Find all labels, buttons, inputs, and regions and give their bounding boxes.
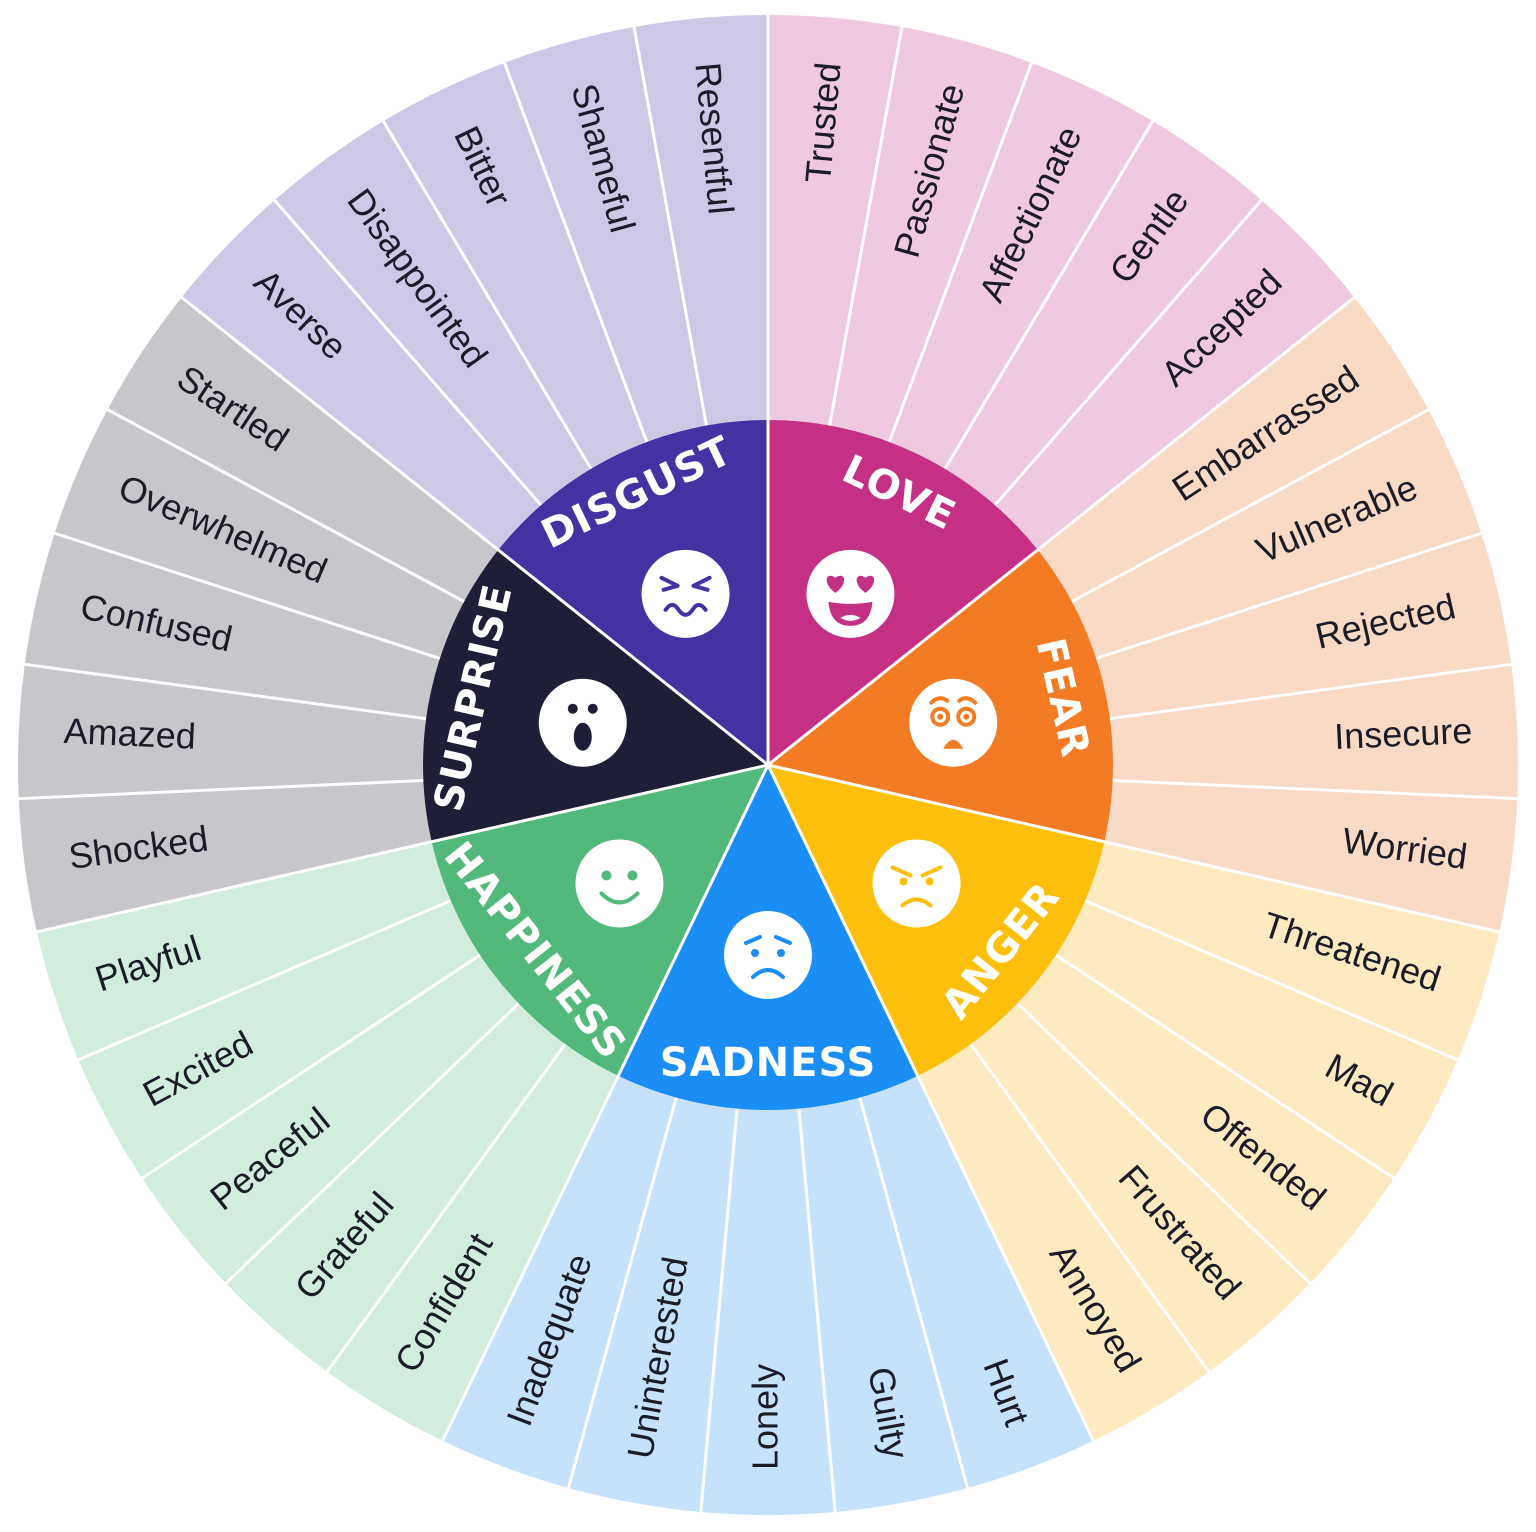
core-divider — [431, 763, 769, 844]
heart-eyes-face-icon — [806, 549, 895, 638]
smiling-face-icon — [575, 839, 664, 928]
surprise-word-segment — [18, 664, 427, 799]
surprised-face-icon — [538, 678, 627, 767]
surprise-word-segment — [107, 297, 499, 602]
sadness-word-segment — [700, 1108, 836, 1515]
segment-divider — [828, 24, 904, 426]
fear-word-segment — [1037, 297, 1429, 602]
surprise-word-segment — [54, 409, 465, 659]
fear-word-insecure: Insecure — [1333, 710, 1473, 757]
disgust-word-segment — [181, 200, 542, 550]
sadness-core-label: SADNESS — [660, 1040, 877, 1086]
love-word-segment — [768, 15, 902, 426]
anger-word-segment — [970, 1003, 1311, 1372]
segment-divider — [75, 899, 452, 1062]
disgusted-face-icon — [641, 549, 730, 638]
love-word-segment — [944, 121, 1262, 506]
fear-word-segment — [1104, 780, 1518, 932]
happiness-word-segment — [36, 841, 451, 1060]
segment-divider — [887, 60, 1034, 443]
segment-divider — [916, 1075, 1096, 1444]
segment-divider — [105, 407, 465, 603]
happiness-word-segment — [78, 900, 481, 1179]
segment-divider — [969, 1043, 1212, 1375]
segment-divider — [1016, 1002, 1313, 1286]
sadness-word-segment — [442, 1075, 677, 1488]
disgust-word-segment — [274, 121, 592, 506]
segment-divider — [179, 294, 500, 552]
segment-divider — [632, 24, 708, 426]
segment-divider — [858, 1097, 970, 1491]
disgust-word-segment — [504, 27, 707, 442]
love-word-segment — [829, 27, 1032, 442]
segment-divider — [502, 60, 649, 443]
surprise-word-segment — [18, 780, 432, 932]
segment-divider — [993, 197, 1264, 507]
anger-word-segment — [1085, 841, 1500, 1060]
core-divider — [616, 764, 770, 1077]
segment-divider — [1071, 407, 1431, 603]
core-divider — [767, 763, 1105, 844]
segment-divider — [1084, 899, 1461, 1062]
segment-divider — [797, 1108, 837, 1515]
sadness-word-lonely: Lonely — [745, 1364, 786, 1470]
fearful-face-icon — [909, 678, 998, 767]
segment-divider — [566, 1097, 678, 1491]
segment-divider — [1109, 662, 1514, 721]
anger-word-segment — [1055, 900, 1458, 1179]
core-divider — [766, 764, 920, 1077]
inner-ring: LOVEFEARANGERSADNESSHAPPINESSSURPRISEDIS… — [422, 420, 1113, 1110]
anger-word-segment — [917, 1044, 1209, 1441]
segment-divider — [1036, 294, 1357, 552]
sad-face-icon — [724, 911, 812, 999]
angry-face-icon — [872, 839, 961, 928]
love-word-segment — [994, 200, 1355, 550]
fear-word-segment — [1096, 533, 1512, 719]
fear-word-segment — [1109, 664, 1518, 799]
segment-divider — [699, 1108, 739, 1515]
segment-divider — [52, 531, 441, 660]
anger-word-segment — [1017, 955, 1394, 1284]
surprise-word-segment — [24, 533, 440, 719]
sadness-word-segment — [568, 1097, 738, 1512]
disgust-word-segment — [383, 62, 647, 469]
segment-divider — [272, 197, 543, 507]
core-divider — [767, 548, 1039, 767]
core-divider — [497, 548, 769, 767]
segment-divider — [34, 840, 432, 934]
surprise-word-amazed: Amazed — [63, 710, 197, 757]
happiness-word-segment — [142, 955, 519, 1284]
happiness-word-segment — [225, 1003, 566, 1372]
disgust-word-segment — [634, 15, 768, 426]
segment-divider — [139, 953, 481, 1181]
sadness-word-segment — [859, 1075, 1094, 1488]
segment-divider — [1104, 840, 1502, 934]
segment-divider — [223, 1002, 520, 1286]
disgust-core-wedge — [498, 420, 768, 765]
segment-divider — [1112, 778, 1520, 801]
sadness-word-segment — [798, 1097, 968, 1512]
segment-divider — [381, 118, 593, 470]
segment-divider — [1055, 953, 1397, 1181]
segment-divider — [1095, 531, 1484, 660]
segment-divider — [440, 1075, 620, 1444]
love-core-wedge — [768, 420, 1038, 765]
segment-divider — [16, 778, 424, 801]
fear-word-segment — [1071, 409, 1482, 659]
segment-divider — [22, 662, 427, 721]
segment-divider — [324, 1043, 567, 1375]
segment-divider — [943, 118, 1155, 470]
happiness-word-segment — [327, 1044, 619, 1441]
love-word-segment — [889, 62, 1153, 469]
